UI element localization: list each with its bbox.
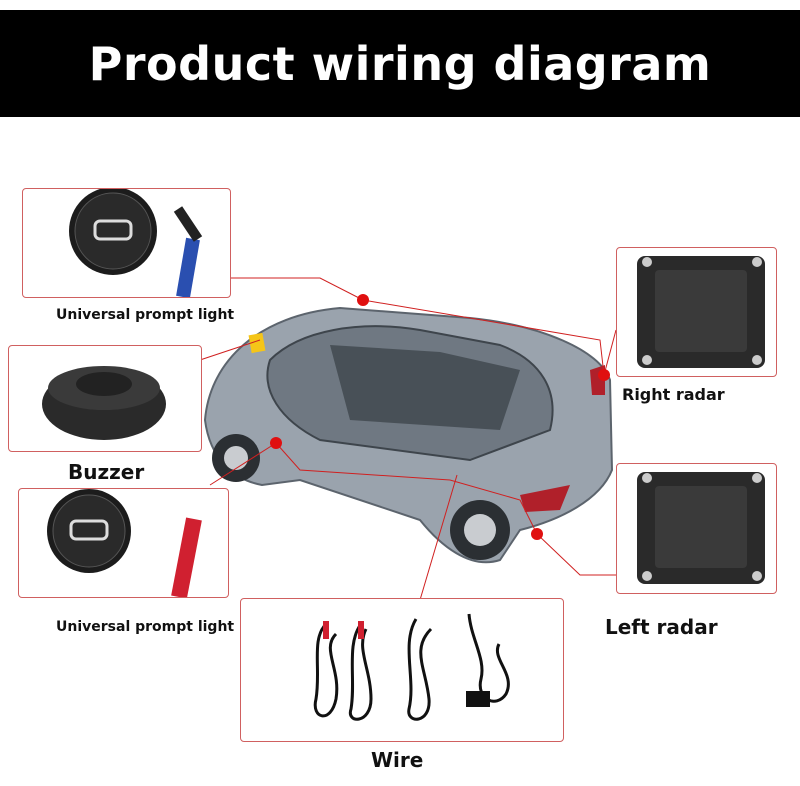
left-radar-label: Left radar	[605, 615, 718, 639]
left-radar-image	[616, 463, 777, 594]
right-radar-image	[616, 247, 777, 377]
connection-points	[270, 294, 610, 540]
page-title: Product wiring diagram	[88, 36, 712, 91]
buzzer-label: Buzzer	[68, 460, 145, 484]
title-banner: Product wiring diagram	[0, 10, 800, 117]
right-radar-label: Right radar	[622, 385, 725, 404]
wire-image	[240, 598, 564, 742]
prompt-light-top-label: Universal prompt light	[56, 307, 235, 323]
car-illustration	[203, 306, 614, 564]
connection-lines	[199, 277, 617, 601]
buzzer-image	[8, 345, 202, 452]
prompt-light-bottom-label: Universal prompt light	[56, 619, 235, 635]
wire-label: Wire	[371, 748, 424, 772]
prompt-light-top-image	[22, 188, 231, 298]
prompt-light-bottom-image	[18, 488, 229, 598]
